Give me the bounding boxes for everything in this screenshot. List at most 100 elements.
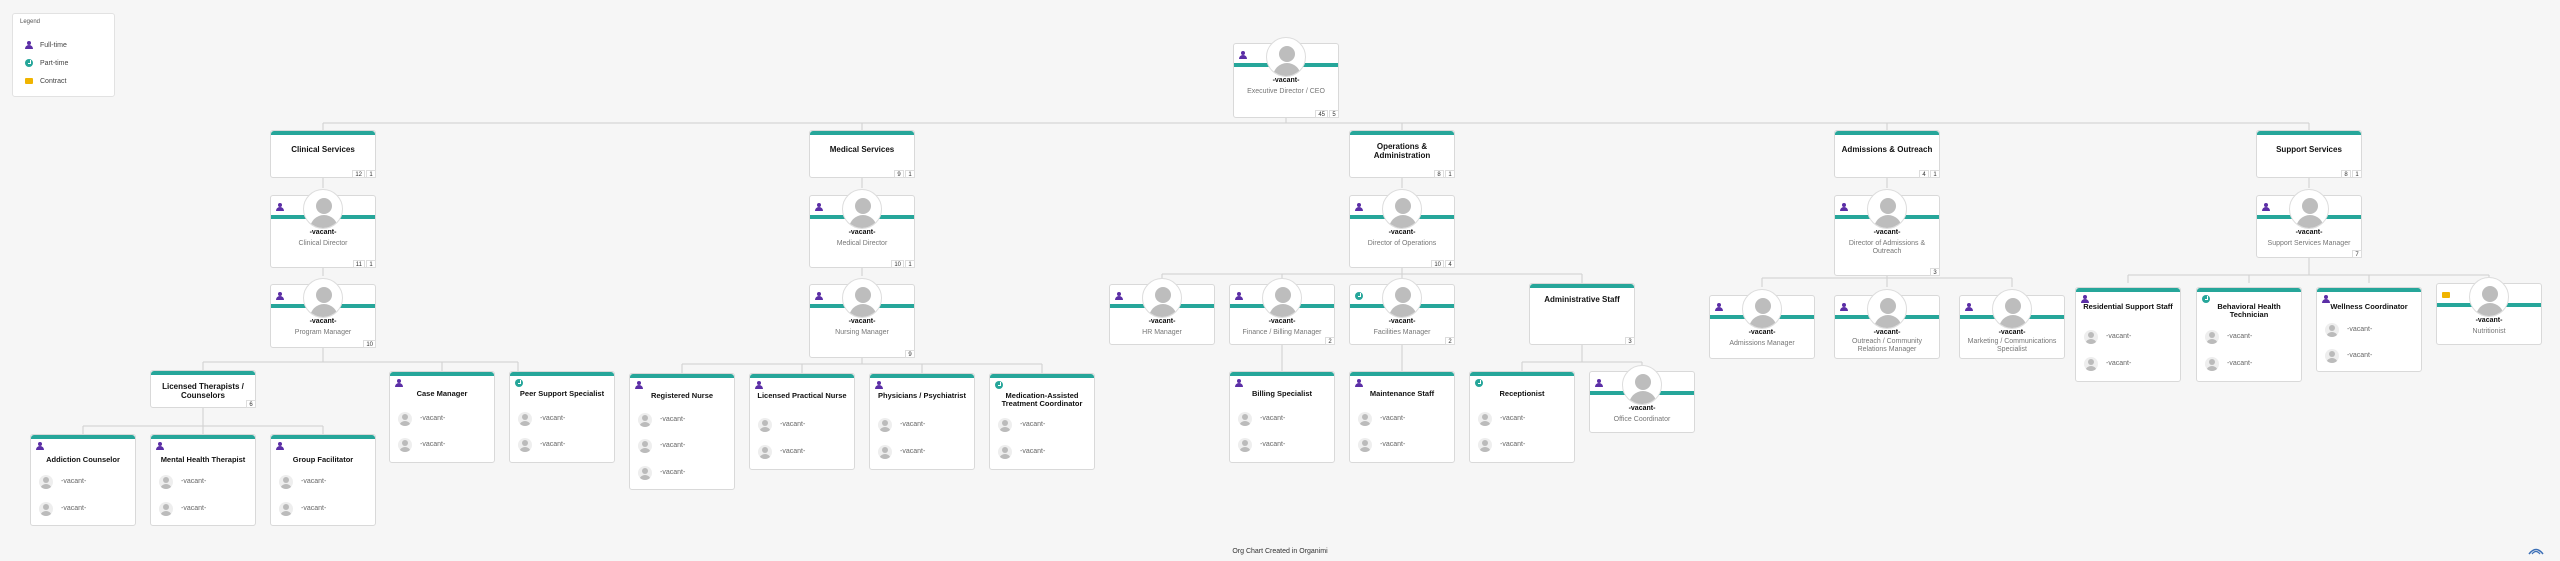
position-name: -vacant-	[1388, 318, 1416, 325]
group-card-peer-support[interactable]: Peer Support Specialist -vacant- -vacant…	[509, 371, 615, 463]
group-card-licensed-practical-nurse[interactable]: Licensed Practical Nurse -vacant- -vacan…	[749, 373, 855, 470]
group-card-mat-coordinator[interactable]: Medication-Assisted Treatment Coordinato…	[989, 373, 1095, 470]
avatar	[638, 439, 652, 453]
group-card-administrative-staff[interactable]: Administrative Staff 3	[1529, 283, 1635, 345]
group-card-group-facilitator[interactable]: Group Facilitator -vacant- -vacant-	[270, 434, 376, 526]
team-count-badge[interactable]: 1	[2352, 170, 2362, 178]
avatar	[398, 412, 412, 426]
position-card-nursing-manager[interactable]: -vacant- Nursing Manager 9	[809, 278, 915, 358]
group-card-maintenance-staff[interactable]: Maintenance Staff -vacant- -vacant-	[1349, 371, 1455, 463]
department-card-admissions[interactable]: Admissions & Outreach 4 1	[1834, 130, 1940, 178]
avatar	[2205, 330, 2219, 344]
position-name: -vacant-	[309, 229, 337, 236]
position-card-hr-manager[interactable]: -vacant- HR Manager	[1109, 278, 1215, 345]
part-time-icon	[515, 379, 523, 387]
avatar	[1867, 289, 1907, 329]
group-card-billing-specialist[interactable]: Billing Specialist -vacant- -vacant-	[1229, 371, 1335, 463]
direct-count-badge[interactable]: 45	[1315, 110, 1328, 118]
direct-count-badge[interactable]: 9	[905, 350, 915, 358]
direct-count-badge[interactable]: 3	[1625, 337, 1635, 345]
direct-count-badge[interactable]: 7	[2352, 250, 2362, 258]
department-card-medical[interactable]: Medical Services 9 1	[809, 130, 915, 178]
full-time-icon	[276, 203, 284, 211]
group-card-wellness-coordinator[interactable]: Wellness Coordinator -vacant- -vacant-	[2316, 287, 2422, 372]
seat-name: -vacant-	[2106, 360, 2132, 367]
direct-count-badge[interactable]: 12	[352, 170, 365, 178]
position-card-support-manager[interactable]: -vacant- Support Services Manager 7	[2256, 189, 2362, 258]
team-count-badge[interactable]: 1	[1445, 170, 1455, 178]
team-count-badge[interactable]: 5	[1329, 110, 1339, 118]
avatar	[1382, 189, 1422, 229]
full-time-icon	[36, 442, 44, 450]
group-title: Licensed Therapists / Counselors	[162, 382, 244, 400]
position-card-facilities-manager[interactable]: -vacant- Facilities Manager 2	[1349, 278, 1455, 345]
direct-count-badge[interactable]: 9	[894, 170, 904, 178]
group-card-addiction-counselor[interactable]: Addiction Counselor -vacant- -vacant-	[30, 434, 136, 526]
seat-name: -vacant-	[1380, 415, 1406, 422]
team-count-badge[interactable]: 4	[1445, 260, 1455, 268]
full-time-icon	[875, 381, 883, 389]
group-card-physicians[interactable]: Physicians / Psychiatrist -vacant- -vaca…	[869, 373, 975, 470]
direct-count-badge[interactable]: 4	[1919, 170, 1929, 178]
avatar	[1238, 438, 1252, 452]
position-card-nutritionist[interactable]: -vacant- Nutritionist	[2436, 277, 2542, 345]
position-card-director-admissions[interactable]: -vacant- Director of Admissions & Outrea…	[1834, 189, 1940, 276]
card-accent-band	[750, 374, 854, 378]
group-title: Peer Support Specialist	[519, 389, 605, 398]
group-card-case-manager[interactable]: Case Manager -vacant- -vacant-	[389, 371, 495, 463]
direct-count-badge[interactable]: 6	[246, 400, 256, 408]
group-card-registered-nurse[interactable]: Registered Nurse -vacant- -vacant- -vaca…	[629, 373, 735, 490]
direct-count-badge[interactable]: 10	[363, 340, 376, 348]
position-name: -vacant-	[2475, 317, 2503, 324]
avatar	[1992, 289, 2032, 329]
position-name: -vacant-	[1748, 329, 1776, 336]
avatar	[998, 445, 1012, 459]
position-card-admissions-manager[interactable]: -vacant- Admissions Manager	[1709, 289, 1815, 359]
direct-count-badge[interactable]: 8	[2341, 170, 2351, 178]
position-name: -vacant-	[848, 229, 876, 236]
department-card-support[interactable]: Support Services 8 1	[2256, 130, 2362, 178]
position-card-office-coordinator[interactable]: -vacant- Office Coordinator	[1589, 365, 1695, 433]
seat-name: -vacant-	[780, 421, 806, 428]
department-card-clinical[interactable]: Clinical Services 12 1	[270, 130, 376, 178]
avatar	[2084, 330, 2098, 344]
position-card-director-operations[interactable]: -vacant- Director of Operations 10 4	[1349, 189, 1455, 268]
position-card-program-manager[interactable]: -vacant- Program Manager 10	[270, 278, 376, 348]
position-card-medical-director[interactable]: -vacant- Medical Director 10 1	[809, 189, 915, 268]
group-card-receptionist[interactable]: Receptionist -vacant- -vacant-	[1469, 371, 1575, 463]
position-card-finance-manager[interactable]: -vacant- Finance / Billing Manager 2	[1229, 278, 1335, 345]
group-card-residential-support[interactable]: Residential Support Staff -vacant- -vaca…	[2075, 287, 2181, 382]
position-card-outreach-manager[interactable]: -vacant- Outreach / Community Relations …	[1834, 289, 1940, 359]
direct-count-badge[interactable]: 3	[1930, 268, 1940, 276]
group-card-behavioral-health-tech[interactable]: Behavioral Health Technician -vacant- -v…	[2196, 287, 2302, 382]
department-card-operations[interactable]: Operations & Administration 8 1	[1349, 130, 1455, 178]
group-card-licensed-therapists[interactable]: Licensed Therapists / Counselors 6	[150, 370, 256, 408]
direct-count-badge[interactable]: 10	[1431, 260, 1444, 268]
avatar	[1382, 278, 1422, 318]
team-count-badge[interactable]: 1	[366, 170, 376, 178]
direct-count-badge[interactable]: 11	[352, 260, 365, 268]
team-count-badge[interactable]: 1	[905, 260, 915, 268]
avatar	[398, 438, 412, 452]
position-title: Program Manager	[294, 329, 352, 336]
direct-count-badge[interactable]: 2	[1325, 337, 1335, 345]
direct-count-badge[interactable]: 2	[1445, 337, 1455, 345]
direct-count-badge[interactable]: 8	[1434, 170, 1444, 178]
position-name: -vacant-	[1148, 318, 1176, 325]
position-card-marketing-specialist[interactable]: -vacant- Marketing / Communications Spec…	[1959, 289, 2065, 359]
team-count-badge[interactable]: 1	[366, 260, 376, 268]
team-count-badge[interactable]: 1	[1930, 170, 1940, 178]
department-title: Medical Services	[829, 145, 895, 154]
position-title: Admissions Manager	[1729, 340, 1795, 347]
card-accent-band	[510, 372, 614, 376]
seat-name: -vacant-	[2106, 333, 2132, 340]
direct-count-badge[interactable]: 10	[891, 260, 904, 268]
group-card-mental-health-therapist[interactable]: Mental Health Therapist -vacant- -vacant…	[150, 434, 256, 526]
team-count-badge[interactable]: 1	[905, 170, 915, 178]
seat-name: -vacant-	[1020, 448, 1046, 455]
card-accent-band	[1350, 131, 1454, 135]
position-card-clinical-director[interactable]: -vacant- Clinical Director 11 1	[270, 189, 376, 268]
avatar	[1262, 278, 1302, 318]
position-card-ceo[interactable]: -vacant- Executive Director / CEO 45 5	[1233, 37, 1339, 118]
